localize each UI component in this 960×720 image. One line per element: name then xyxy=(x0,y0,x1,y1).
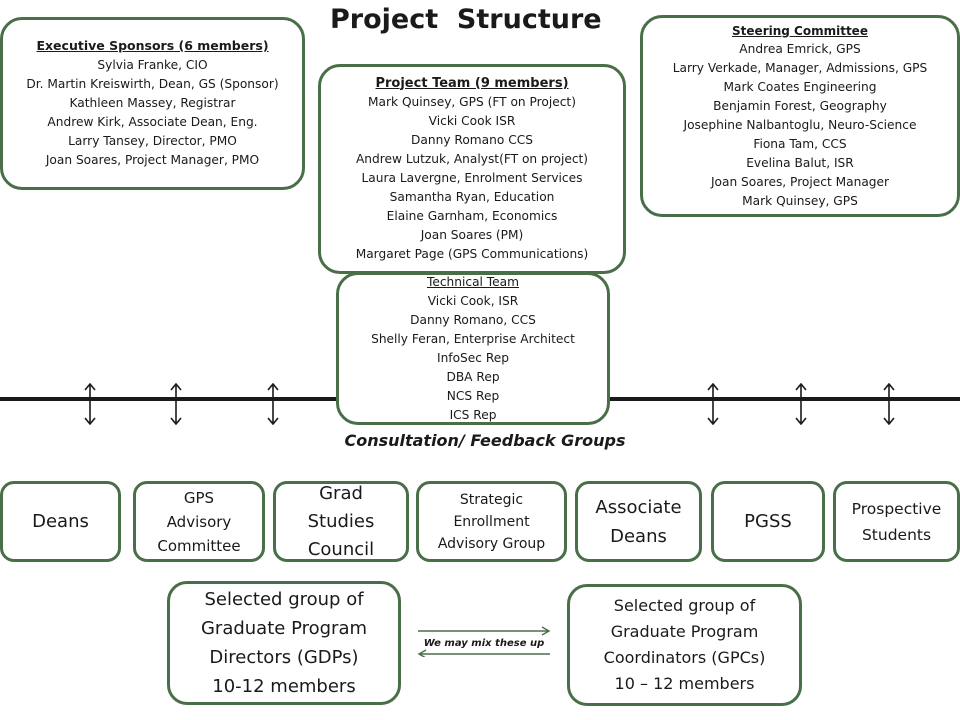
group-line: Advisory xyxy=(166,512,232,531)
double-arrow-icon xyxy=(707,382,719,426)
group-line: Advisory Group xyxy=(437,535,546,552)
member-line: Andrea Emrick, GPS xyxy=(739,41,861,56)
member-line: Vicki Cook ISR xyxy=(428,113,516,128)
member-line: Larry Verkade, Manager, Admissions, GPS xyxy=(672,60,928,75)
double-arrow-icon xyxy=(84,382,96,426)
double-arrow-icon xyxy=(795,382,807,426)
group-line: Committee xyxy=(157,536,241,555)
gpc-line: Graduate Program xyxy=(610,622,759,641)
group-line: Associate xyxy=(595,496,682,518)
gdp-box: Selected group of Graduate Program Direc… xyxy=(167,581,401,705)
group-line: Grad xyxy=(319,482,363,504)
group-pgss: PGSS xyxy=(711,481,825,562)
group-grad-studies-council: Grad Studies Council xyxy=(273,481,409,562)
steering-committee-heading: Steering Committee xyxy=(732,23,868,38)
mix-label: We may mix these up xyxy=(423,638,545,649)
group-line: Strategic xyxy=(459,491,524,508)
gpc-box: Selected group of Graduate Program Coord… xyxy=(567,584,802,706)
executive-sponsors-box: Executive Sponsors (6 members) Sylvia Fr… xyxy=(0,17,305,190)
steering-committee-box: Steering Committee Andrea Emrick, GPS La… xyxy=(640,15,960,217)
member-line: Andrew Kirk, Associate Dean, Eng. xyxy=(47,115,258,129)
member-line: Fiona Tam, CCS xyxy=(753,136,847,151)
member-line: Mark Quinsey, GPS (FT on Project) xyxy=(368,94,576,109)
gpc-line: 10 – 12 members xyxy=(614,674,755,693)
member-line: Sylvia Franke, CIO xyxy=(97,58,208,72)
executive-sponsors-heading: Executive Sponsors (6 members) xyxy=(36,38,269,53)
group-gps-advisory-committee: GPS Advisory Committee xyxy=(133,481,265,562)
group-line: Students xyxy=(861,525,932,544)
technical-team-heading: Technical Team xyxy=(426,274,520,289)
project-team-heading: Project Team (9 members) xyxy=(375,75,569,91)
group-line: Prospective xyxy=(851,499,942,518)
member-line: Joan Soares, Project Manager xyxy=(710,174,890,189)
member-line: Samantha Ryan, Education xyxy=(389,189,555,204)
member-line: Mark Coates Engineering xyxy=(723,79,877,94)
gdp-line: Directors (GDPs) xyxy=(209,647,359,668)
member-line: Evelina Balut, ISR xyxy=(746,155,854,170)
member-line: Elaine Garnham, Economics xyxy=(386,208,558,223)
group-strategic-enrollment-advisory: Strategic Enrollment Advisory Group xyxy=(416,481,567,562)
member-line: ICS Rep xyxy=(449,407,497,422)
gdp-line: 10-12 members xyxy=(212,676,356,697)
group-line: Enrollment xyxy=(453,513,530,530)
group-line: GPS xyxy=(183,488,215,507)
member-line: DBA Rep xyxy=(446,369,500,384)
member-line: Laura Lavergne, Enrolment Services xyxy=(361,170,583,185)
project-team-box: Project Team (9 members) Mark Quinsey, G… xyxy=(318,64,626,274)
gdp-line: Selected group of xyxy=(204,589,364,610)
member-line: Dr. Martin Kreiswirth, Dean, GS (Sponsor… xyxy=(26,77,279,91)
member-line: Kathleen Massey, Registrar xyxy=(69,96,236,110)
technical-team-box: Technical Team Vicki Cook, ISR Danny Rom… xyxy=(336,272,610,425)
member-line: Danny Romano, CCS xyxy=(410,312,536,327)
member-line: Joan Soares, Project Manager, PMO xyxy=(45,153,260,167)
group-line: Council xyxy=(307,538,375,560)
member-line: Vicki Cook, ISR xyxy=(427,293,519,308)
double-arrow-icon xyxy=(883,382,895,426)
group-line: Deans xyxy=(610,525,667,547)
member-line: InfoSec Rep xyxy=(436,350,510,365)
member-line: Danny Romano CCS xyxy=(411,132,533,147)
gpc-line: Coordinators (GPCs) xyxy=(603,648,766,667)
member-line: Margaret Page (GPS Communications) xyxy=(355,246,589,261)
gdp-line: Graduate Program xyxy=(200,618,368,639)
member-line: Mark Quinsey, GPS xyxy=(742,193,858,208)
consultation-feedback-label: Consultation/ Feedback Groups xyxy=(344,431,626,450)
double-arrow-icon xyxy=(170,382,182,426)
member-line: Shelly Feran, Enterprise Architect xyxy=(371,331,575,346)
member-line: Andrew Lutzuk, Analyst(FT on project) xyxy=(355,151,589,166)
mix-arrows-icon xyxy=(417,626,551,657)
member-line: NCS Rep xyxy=(446,388,500,403)
group-prospective-students: Prospective Students xyxy=(833,481,960,562)
group-line: PGSS xyxy=(744,510,792,532)
group-line: Studies xyxy=(307,510,375,532)
member-line: Joan Soares (PM) xyxy=(420,227,524,242)
group-deans: Deans xyxy=(0,481,121,562)
group-associate-deans: Associate Deans xyxy=(575,481,702,562)
double-arrow-icon xyxy=(267,382,279,426)
gpc-line: Selected group of xyxy=(613,596,756,615)
group-line: Deans xyxy=(32,510,89,532)
page-title: Project Structure xyxy=(330,4,602,35)
member-line: Benjamin Forest, Geography xyxy=(713,98,887,113)
member-line: Larry Tansey, Director, PMO xyxy=(68,134,237,148)
member-line: Josephine Nalbantoglu, Neuro-Science xyxy=(683,117,917,132)
